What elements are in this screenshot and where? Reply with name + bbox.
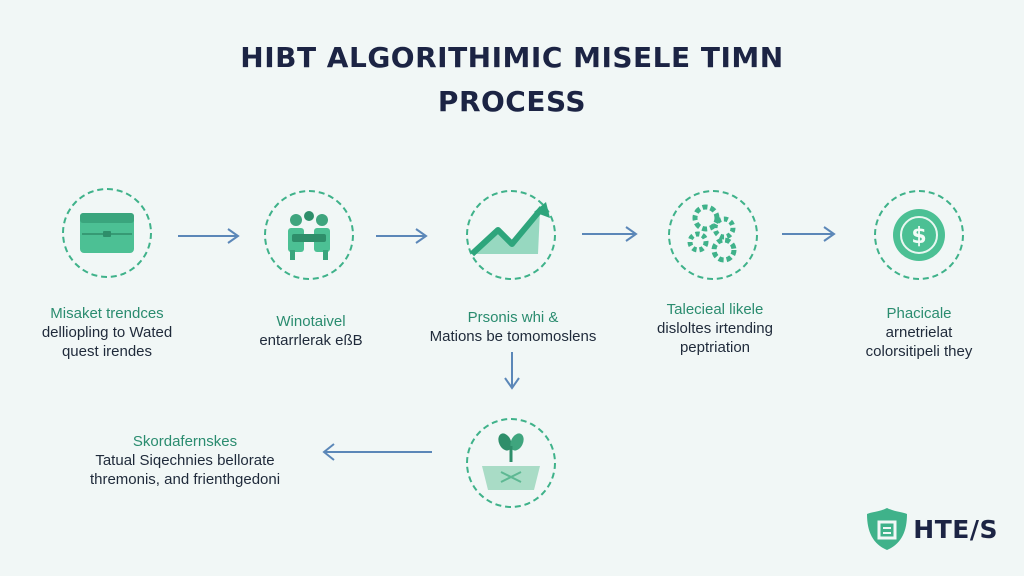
brand-logo-text: HTE/S [913,514,998,544]
step-5-heading: Phacicale [886,305,952,322]
step-2-label: Winotaivel entarrlerak eßB [206,312,416,350]
step-4-heading: Talecieal likele [666,301,764,318]
step-1-label: Misaket trendces delliopling to Wated qu… [2,304,212,361]
title-line-2: PROCESS [437,85,587,118]
step-1-heading: Misaket trendces [50,305,164,322]
step-6-description: Tatual Siqechnies bellorate thremonis, a… [89,452,281,488]
step-3-heading: Prsonis whi & [467,309,559,326]
step-6-heading: Skordafernskes [132,433,238,450]
arrow-step-6-to-7 [322,443,432,461]
step-6-icon-circle [466,418,556,508]
arrow-step-1-to-2 [178,228,240,244]
title-line-1: HIBT ALGORITHIMIC MISELE TIMN [240,41,784,74]
arrow-step-4-to-5 [782,226,836,242]
arrow-step-3-to-4 [582,226,638,242]
step-6-label: Skordafernskes Tatual Siqechnies bellora… [70,432,300,489]
dollar-coin-icon: $ [893,209,945,261]
trend-up-icon [469,202,550,257]
brand-logo: HTE/S [865,506,998,552]
svg-text:$: $ [911,224,926,249]
people-icon [288,211,330,260]
step-5-label: Phacicale arnetrielat colorsitipeli they [814,304,1024,361]
step-2-icon-circle [264,190,354,280]
arrow-step-3-to-6 [504,352,520,390]
step-3-label: Prsonis whi & Mations be tomomoslens [408,308,618,346]
step-3-icon-circle [466,190,556,280]
arrow-step-2-to-3 [376,228,428,244]
plant-sprout-icon [482,433,540,490]
diagram-title: HIBT ALGORITHIMIC MISELE TIMN PROCESS [0,36,1024,124]
step-2-heading: Winotaivel [276,313,346,330]
step-2-description: entarrlerak eßB [259,332,363,349]
step-3-description: Mations be tomomoslens [429,328,597,345]
leaf-shield-icon [867,508,908,550]
step-4-label: Talecieal likele disloltes irtending pep… [610,300,820,357]
step-5-description: arnetrielat colorsitipeli they [865,324,973,360]
step-1-icon-circle [62,188,152,278]
step-1-description: delliopling to Wated quest irendes [41,324,173,360]
step-4-icon-circle [668,190,758,280]
gears-icon [687,204,737,263]
step-5-icon-circle: $ [874,190,964,280]
wallet-icon [80,213,134,253]
step-4-description: disloltes irtending peptriation [657,320,773,356]
